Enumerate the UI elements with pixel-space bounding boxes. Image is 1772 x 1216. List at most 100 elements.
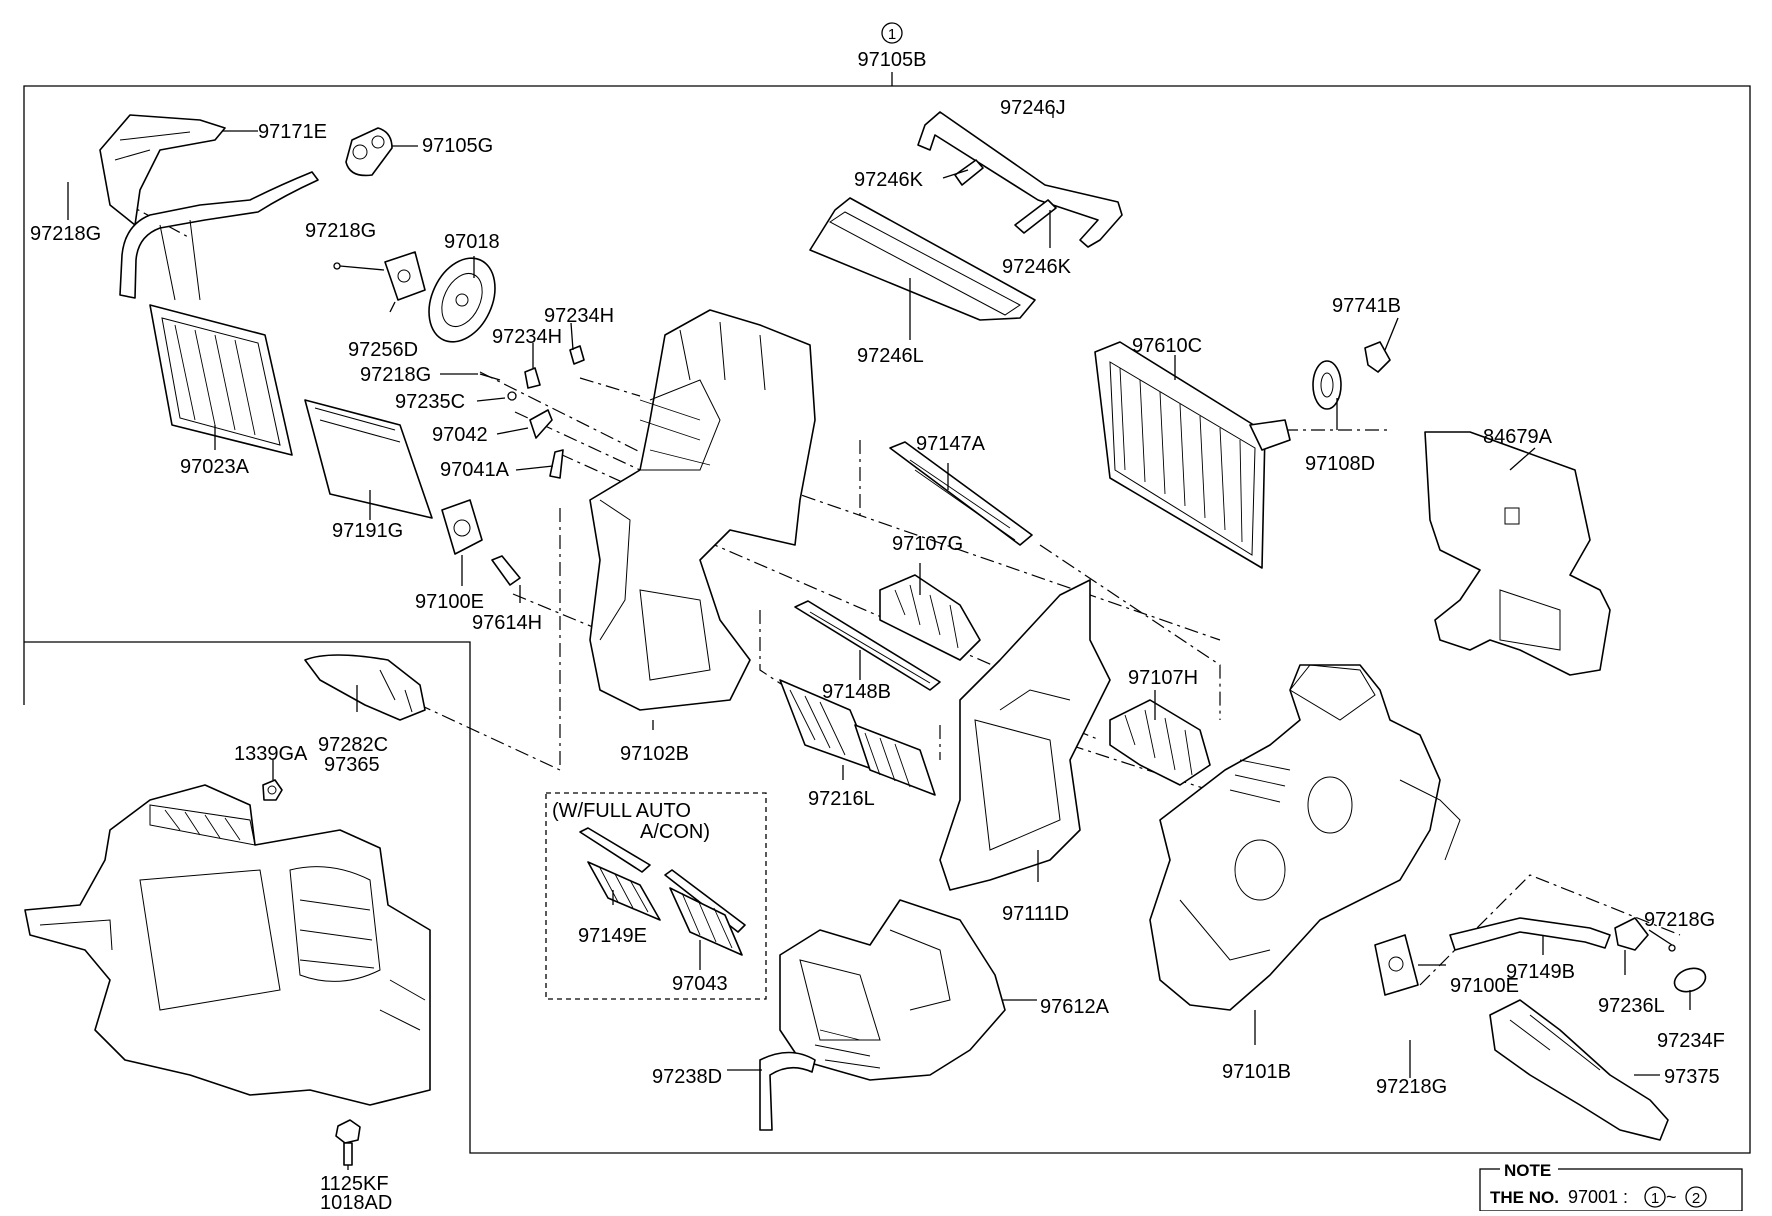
note-box: NOTE THE NO. 97001 : 1 ~ 2	[1479, 1160, 1743, 1212]
label-97147A: 97147A	[916, 433, 986, 455]
label-97614H: 97614H	[472, 612, 542, 634]
case-97102B	[589, 309, 816, 711]
label-97171E: 97171E	[258, 121, 327, 143]
sensor-97236L	[1614, 917, 1676, 952]
label-97191G: 97191G	[332, 520, 403, 542]
note-from: 1	[1651, 1190, 1659, 1207]
label-97365: 97365	[324, 754, 380, 776]
actuator-97100E-right	[1374, 934, 1419, 996]
pad-84679A	[1424, 431, 1611, 676]
option-box: (W/FULL AUTO A/CON)	[545, 792, 767, 1000]
label-97282C: 97282C	[318, 734, 388, 756]
label-97234H-b: 97234H	[492, 326, 562, 348]
duct-97375	[1489, 999, 1669, 1141]
label-97148B: 97148B	[822, 681, 891, 703]
grommet-97108D	[1312, 360, 1342, 410]
filter-97191G	[304, 399, 433, 519]
heater-pipe	[119, 171, 319, 301]
label-97375: 97375	[1664, 1066, 1720, 1088]
label-97256D: 97256D	[348, 339, 418, 361]
option-box-line1: (W/FULL AUTO	[552, 800, 691, 822]
label-97107G: 97107G	[892, 533, 963, 555]
note-tilde: ~	[1666, 1187, 1677, 1207]
bolt-1125KF	[335, 1119, 361, 1166]
door-97148B	[794, 600, 941, 691]
label-1125KF: 1125KF	[320, 1173, 389, 1195]
blower-97107H	[1109, 699, 1211, 786]
label-97246L: 97246L	[857, 345, 924, 367]
hvac-unit-reference-sketch	[24, 784, 431, 1106]
label-97218G-c: 97218G	[360, 364, 431, 386]
label-97100E-b: 97100E	[1450, 975, 1519, 997]
label-97018: 97018	[444, 231, 500, 253]
fasteners-group	[479, 345, 585, 479]
filter-cover-97246J	[917, 111, 1123, 248]
assembly-number: 97105B	[858, 49, 927, 71]
door-97147A	[889, 441, 1033, 546]
label-97612A: 97612A	[1040, 996, 1110, 1018]
heater-core-97023A	[149, 304, 293, 456]
label-97108D: 97108D	[1305, 453, 1375, 475]
label-84679A: 84679A	[1483, 426, 1553, 448]
note-prefix: THE NO.	[1490, 1188, 1559, 1207]
note-title: NOTE	[1504, 1161, 1551, 1180]
case-97111D	[939, 579, 1111, 891]
part-labels: 97171E 97105G 97218G 97218G 97018 97256D…	[30, 97, 1725, 1214]
label-97100E-a: 97100E	[415, 591, 484, 613]
label-97610C: 97610C	[1132, 335, 1202, 357]
label-97218G-b: 97218G	[305, 220, 376, 242]
assembly-header: 1 97105B	[858, 22, 927, 86]
nut-1339GA	[262, 779, 283, 801]
note-number: 97001 :	[1568, 1187, 1628, 1207]
leader-lines	[67, 112, 1691, 1170]
label-97105G: 97105G	[422, 135, 493, 157]
case-97612A	[779, 899, 1006, 1081]
blower-97107G	[879, 574, 981, 661]
label-97218G-e: 97218G	[1644, 909, 1715, 931]
actuator-97100E-left	[441, 499, 483, 555]
label-97246J: 97246J	[1000, 97, 1066, 119]
assembly-circle-number: 1	[888, 26, 896, 43]
bracket-97171E	[99, 114, 226, 226]
label-97238D: 97238D	[652, 1066, 722, 1088]
case-97101B	[1149, 664, 1461, 1011]
label-97102B: 97102B	[620, 743, 689, 765]
label-97218G-d: 97218G	[1376, 1076, 1447, 1098]
hose-97149B	[1449, 917, 1611, 951]
seal-97105G	[345, 127, 393, 177]
label-97042: 97042	[432, 424, 488, 446]
label-97236L: 97236L	[1598, 995, 1665, 1017]
label-97218G-a: 97218G	[30, 223, 101, 245]
frame	[23, 85, 1751, 1154]
label-97234H-a: 97234H	[544, 305, 614, 327]
label-97149B: 97149B	[1506, 961, 1575, 983]
label-97741B: 97741B	[1332, 295, 1401, 317]
label-1018AD: 1018AD	[320, 1192, 392, 1211]
filter-frame-97246L	[809, 197, 1036, 321]
option-box-line2: A/CON)	[640, 821, 710, 843]
actuator-97256D	[333, 251, 426, 301]
fan-97018	[428, 257, 496, 343]
clip-97741B	[1364, 341, 1391, 373]
cap-97234F	[1673, 967, 1707, 993]
label-97216L: 97216L	[808, 788, 875, 810]
note-to: 2	[1692, 1190, 1700, 1207]
label-97149E: 97149E	[578, 925, 647, 947]
label-97246K-a: 97246K	[854, 169, 924, 191]
label-97043: 97043	[672, 973, 728, 995]
duct-97282C	[304, 654, 426, 721]
label-97041A: 97041A	[440, 459, 510, 481]
label-97101B: 97101B	[1222, 1061, 1291, 1083]
label-97235C: 97235C	[395, 391, 465, 413]
hose-97238D	[759, 1051, 816, 1131]
label-97234F: 97234F	[1657, 1030, 1725, 1052]
label-97107H: 97107H	[1128, 667, 1198, 689]
label-1339GA: 1339GA	[234, 743, 308, 765]
door-97216L	[779, 679, 936, 796]
label-97023A: 97023A	[180, 456, 250, 478]
label-97111D: 97111D	[1002, 903, 1069, 925]
sensor-97614H	[491, 555, 521, 586]
label-97246K-b: 97246K	[1002, 256, 1072, 278]
evaporator-97610C	[1094, 341, 1291, 569]
